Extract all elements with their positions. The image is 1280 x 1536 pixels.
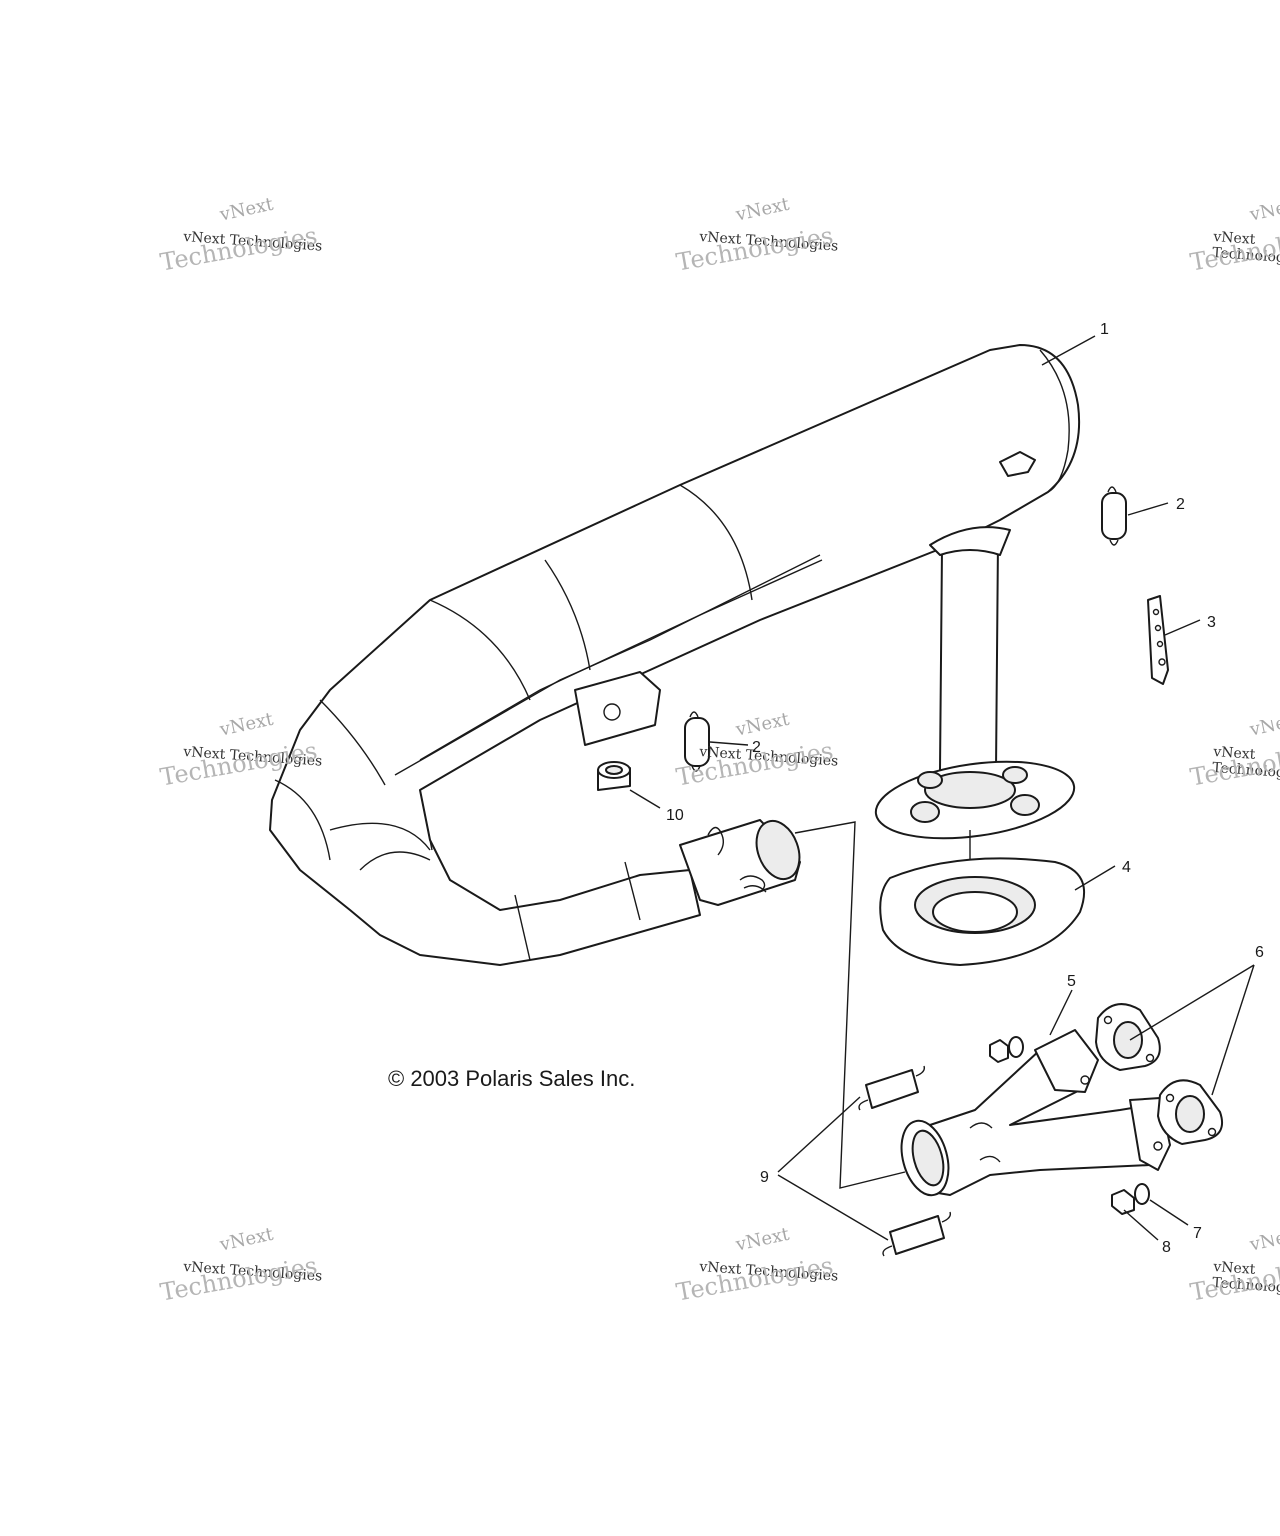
flange-gasket-upper <box>1095 1003 1161 1071</box>
watermark: vNext vNext Technologies Technologies <box>1188 1235 1280 1345</box>
watermark-line-3: Technologies <box>674 221 836 277</box>
muffler-assembly <box>269 344 1081 966</box>
watermark: vNext vNext Technologies Technologies <box>674 194 894 315</box>
outlet-stinger <box>874 526 1076 912</box>
watermark-line-1: vNext <box>1248 1235 1280 1256</box>
watermark: vNext vNext Technologies Technologies <box>158 1224 378 1345</box>
watermark-line-3: Technologies <box>158 1251 320 1307</box>
leader-lines <box>629 335 1255 1241</box>
spring-manifold-upper <box>858 1065 926 1111</box>
watermark-line-3: Technologies <box>158 736 320 792</box>
watermark: vNext vNext Technologies Technologies <box>674 1224 894 1345</box>
y-pipe-manifold <box>900 1029 1171 1197</box>
callout-3: 3 <box>1207 614 1216 631</box>
spring-lower <box>684 711 710 772</box>
watermark: vNext vNext Technologies Technologies <box>158 194 378 315</box>
callout-2-upper: 2 <box>1176 496 1185 513</box>
watermark-line-3: Technologies <box>158 221 320 277</box>
nut-lower <box>1111 1183 1150 1215</box>
spring-upper <box>1101 486 1127 546</box>
watermark: vNext vNext Technologies Technologies <box>1188 720 1280 830</box>
flange-gasket-lower <box>1157 1079 1224 1145</box>
watermark: vNext vNext Technologies Technologies <box>158 709 378 830</box>
callout-7: 7 <box>1193 1225 1202 1242</box>
grommet-ring <box>879 857 1085 966</box>
callout-10: 10 <box>666 807 684 824</box>
callout-8: 8 <box>1162 1239 1171 1256</box>
bushing <box>597 761 631 791</box>
callout-6: 6 <box>1255 944 1264 961</box>
callout-5: 5 <box>1067 973 1076 990</box>
callout-2-lower: 2 <box>752 739 761 756</box>
callout-1: 1 <box>1100 321 1109 338</box>
copyright-notice: © 2003 Polaris Sales Inc. <box>388 1066 636 1091</box>
watermark-line-3: Technologies <box>674 736 836 792</box>
callout-4: 4 <box>1122 859 1131 876</box>
watermark-line-1: vNext <box>1248 205 1280 226</box>
nut-upper <box>989 1036 1024 1063</box>
watermark-line-3: Technologies <box>674 1251 836 1307</box>
watermark: vNext vNext Technologies Technologies <box>674 709 894 830</box>
callout-9: 9 <box>760 1169 769 1186</box>
spring-manifold-lower <box>882 1211 952 1257</box>
mounting-strap <box>1147 595 1169 685</box>
watermark-line-1: vNext <box>1248 720 1280 741</box>
watermark: vNext vNext Technologies Technologies <box>1188 205 1280 315</box>
callout-labels: 1 2 2 3 4 5 6 7 8 9 10 <box>666 321 1264 1256</box>
